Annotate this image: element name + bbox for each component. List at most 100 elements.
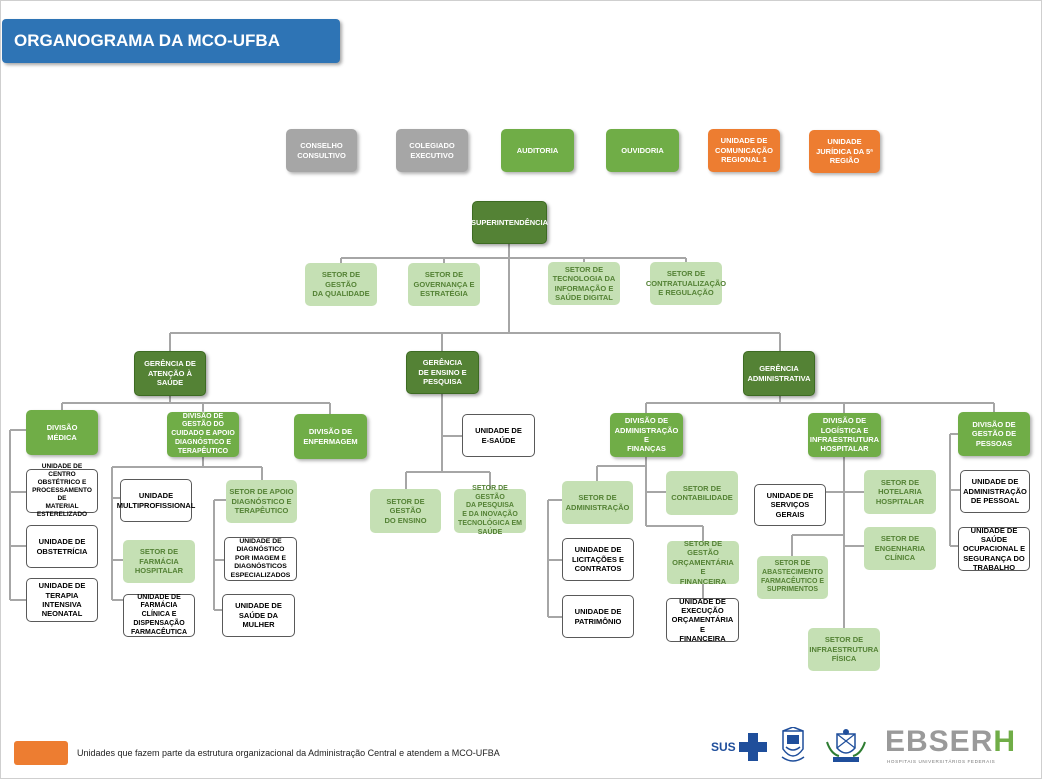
box-label-line: UNIDADE DE [679,596,726,606]
box-label-line: TECNOLOGIA DA [552,274,616,284]
box-label-line: AUDITORIA [516,145,559,155]
box-label-line: DIVISÃO DE [182,412,224,420]
box-label-line: HOSPITALAR [134,566,184,576]
box-label-line: FINANÇAS [627,444,666,454]
box-label-line: DE PESSOAL [970,496,1020,506]
box-label-line: DIVISÃO [46,423,78,433]
box-label-line: DISPENSAÇÃO [133,619,185,627]
box-label-line: SAÚDE [477,528,503,536]
ebserh-h-letter: H [993,725,1017,758]
box-label-line: REGIONAL 1 [721,155,767,165]
box-label-line: HOTELARIA [878,487,922,497]
box-label-line: FINANCEIRA [679,576,727,586]
box-label-line: DA PESQUISA [466,502,514,510]
box-label-line: GESTÃO DO [181,421,224,429]
box-label-line: UNIDADE DE [475,426,522,436]
box-label-line: JURÍDICA DA 5ª [816,146,873,156]
box-label-line: MATERIAL [45,503,79,511]
box-label-line: OCUPACIONAL E [962,544,1026,554]
box-label-line: DE ENSINO E [418,367,467,377]
box-label-line: SETOR DE [774,560,811,567]
ebserh-subtitle: HOSPITAIS UNIVERSITÁRIOS FEDERAIS [887,759,996,764]
box-label-line: COLEGIADO [409,141,455,151]
box-label-line: UNIDADE DE [720,136,768,146]
box-label-line: FINANCEIRA [679,634,726,644]
ouvidoria-box: OUVIDORIA [606,129,679,172]
box-label-line: LICITAÇÕES E [572,554,624,564]
box-label-line: SEGURANÇA DO [963,553,1025,563]
box-label-line: FARMACÊUTICO E [761,577,824,585]
box-label-line: SETOR DE GESTÃO [386,496,425,516]
box-label-line: ADMINISTRAÇÃO [963,486,1027,496]
box-label-line: CONTRATUALIZAÇÃO [645,278,727,288]
box-label-line: SETOR DE [424,270,464,280]
box-label-line: COMUNICAÇÃO [715,145,773,155]
box-label-line: UNIDADE DE [38,537,86,547]
box-label-line: LOGÍSTICA E [820,425,869,435]
box-label-line: GERAIS [775,509,805,519]
box-label-line: ORÇAMENTÁRIA E [672,557,734,577]
box-label-line: PESQUISA [423,377,462,387]
ebserh-wordmark: EBSERH [885,726,1016,758]
box-label-line: INFRAESTRUTURA [809,644,879,654]
box-label-line: e-SAÚDE [481,435,516,445]
box-label-line: CONSULTIVO [297,150,346,160]
box-label-line: TECNOLÓGICA EM [458,519,522,527]
box-label-line: GERÊNCIA DE [144,359,196,369]
box-label-line: PROCESSAMENTO DE [32,486,92,503]
box-label-line: UNIDADE DE [235,601,282,611]
box-label-line: SUPRIMENTOS [766,586,819,594]
box-label-line: CLÍNICA [884,553,916,563]
box-label-line: ESTERELIZADO [36,511,88,519]
box-label-line: INFORMAÇÃO E [554,283,614,293]
box-label-line: SUPERINTENDÊNCIA [470,217,549,227]
box-label-line: PESSOAS [975,438,1013,448]
box-label-line: SETOR DE GESTÃO [683,539,723,558]
box-label-line: ESPECIALIZADOS [230,571,291,579]
box-label-line: OBSTETRÍCIA [36,546,88,556]
box-label-line: REGIÃO [829,156,860,166]
box-label-line: TERAPIA INTENSIVA [42,590,82,609]
box-label-line: SETOR DE APOIO [229,487,294,497]
box-label-line: CONSELHO [300,141,343,151]
box-label-line: EXECUTIVO [410,150,454,160]
box-label-line: TERAPÊUTICO [234,506,289,516]
box-label-line: HOSPITALAR [820,444,869,454]
box-label-line: TERAPÊUTICO [177,447,229,455]
box-label-line: MULHER [242,620,275,630]
box-label-line: UNIDADE DE [137,593,181,601]
box-label-line: ABASTECIMENTO [762,568,823,576]
box-label-line: SETOR DE [564,264,604,274]
unidade-e-saude-box: UNIDADE DEe-SAÚDE [462,414,535,457]
box-label-line: MULTIPROFISSIONAL [116,500,196,510]
box-label-line: DIAGNÓSTICOS [234,563,287,571]
box-label-line: UNIDADE DE SAÚDE [970,525,1018,544]
box-label-line: SETOR DE GESTÃO [472,484,508,501]
box-label-line: UNIDADE [138,491,174,501]
